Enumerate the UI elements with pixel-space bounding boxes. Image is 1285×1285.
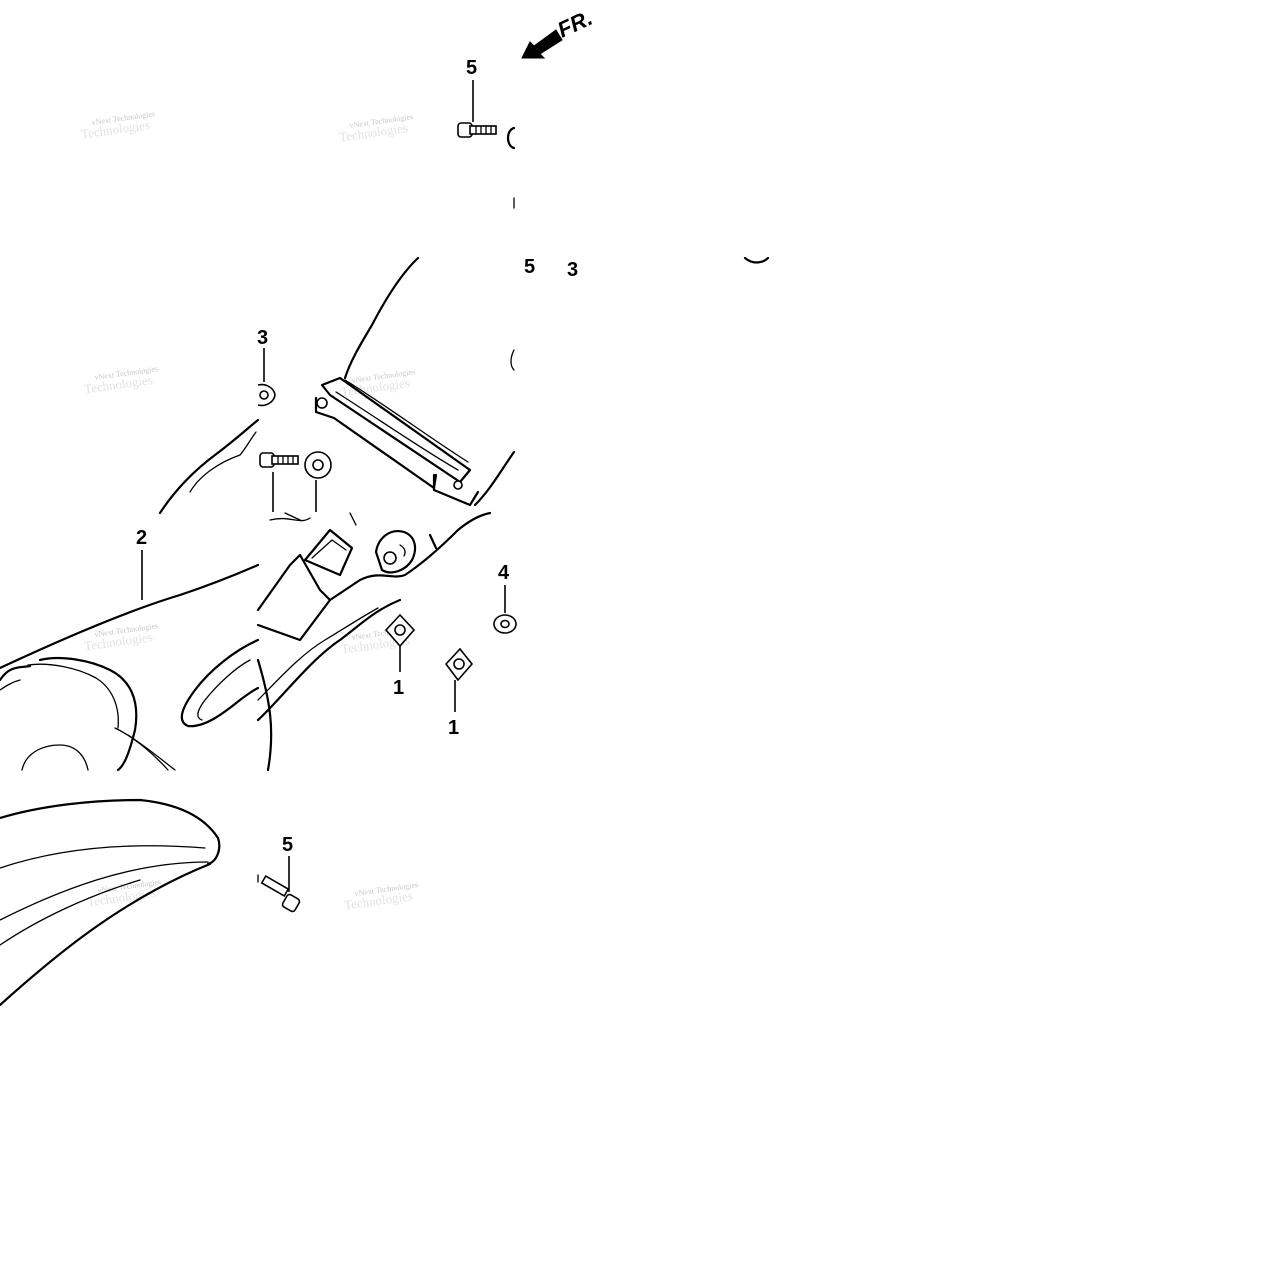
callout-labels: 5 5 3 3 2 4 1 1 5 — [136, 57, 578, 856]
callout-label: 2 — [136, 527, 147, 549]
rear-fender-body-outline — [0, 563, 260, 772]
callout-label: 1 — [448, 717, 459, 739]
watermark: Technologies vNext Technologies — [343, 880, 418, 912]
watermark: Technologies vNext Technologies — [86, 877, 161, 909]
rear-fender-upper-outline — [314, 256, 516, 507]
callout-label: 5 — [466, 57, 477, 79]
bolt-middle-icon — [259, 452, 299, 468]
fender-rear-tip-outline — [0, 798, 221, 1007]
callout-label: 1 — [393, 677, 404, 699]
clip-nut-icon — [384, 613, 416, 648]
fender-bracket-outline — [256, 511, 492, 772]
watermark: Technologies vNext Technologies — [80, 109, 155, 141]
callout-label: 4 — [498, 562, 510, 584]
washer-icon — [304, 451, 332, 479]
clip-nut-icon — [444, 647, 474, 682]
bolt-top-icon — [457, 122, 516, 150]
watermark: Technologies vNext Technologies — [338, 112, 413, 144]
bolt-bottom-icon — [260, 874, 301, 913]
front-direction-indicator: FR. — [521, 5, 596, 59]
callout-label: 3 — [257, 327, 268, 349]
grommet-icon — [493, 614, 517, 634]
fender-front-outline — [0, 418, 260, 682]
front-arrow-icon — [521, 29, 563, 59]
callout-label: 3 — [567, 259, 578, 281]
watermark-group: Technologies vNext Technologies Technolo… — [80, 109, 418, 912]
nut-icon — [257, 383, 276, 407]
callout-label: 5 — [282, 834, 293, 856]
fragment-outline — [743, 256, 770, 264]
watermark: Technologies vNext Technologies — [83, 364, 158, 396]
callout-label: 5 — [524, 256, 535, 278]
